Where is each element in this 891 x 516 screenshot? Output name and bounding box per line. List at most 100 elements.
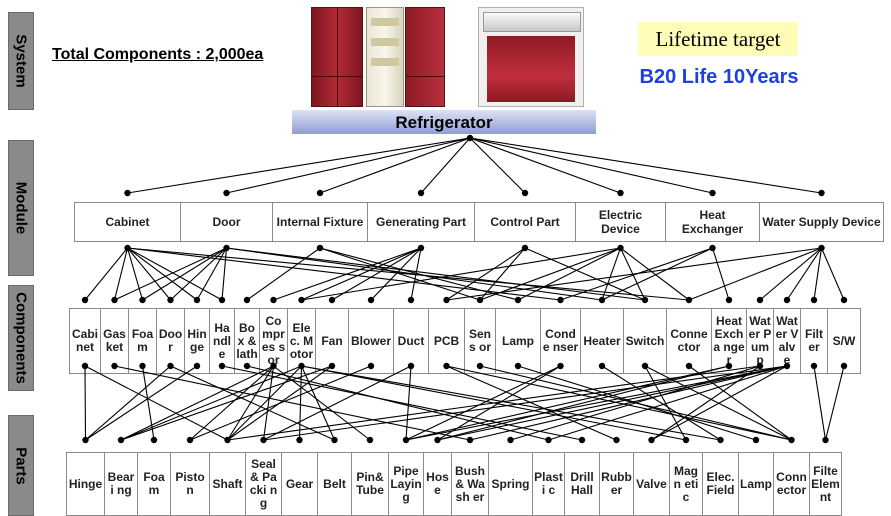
module-top-node	[316, 189, 324, 197]
part-top-node	[260, 436, 267, 444]
component-part-link	[301, 365, 721, 441]
module-component-link	[820, 247, 845, 301]
module-component-link	[221, 247, 228, 301]
component-box-lath: Box & lath	[234, 308, 260, 374]
module-component-link	[196, 247, 227, 301]
module-component-link	[517, 247, 621, 301]
module-component-link	[601, 247, 622, 301]
part-magn-etic: Magn etic	[669, 452, 703, 516]
part-top-node	[682, 436, 690, 444]
module-component-link	[127, 247, 171, 301]
module-component-link	[620, 247, 690, 301]
kimchi-fridge-image	[478, 7, 584, 107]
module-water-supply-device: Water Supply Device	[759, 202, 884, 242]
fridge-image-3	[405, 7, 445, 107]
part-shaft: Shaft	[209, 452, 246, 516]
component-part-link	[469, 365, 788, 441]
component-top-node	[218, 296, 226, 304]
life-goal-text: B20 Life 10Years	[639, 66, 799, 88]
module-bottom-node	[709, 244, 716, 252]
component-bottom-node	[139, 362, 146, 370]
component-top-node	[641, 296, 649, 304]
component-part-link	[437, 365, 730, 441]
module-bottom-node	[818, 244, 825, 252]
part-top-node	[752, 436, 760, 444]
module-bottom-node	[316, 244, 324, 252]
module-component-link	[410, 247, 422, 301]
system-module-link	[127, 137, 471, 194]
part-top-node	[82, 436, 89, 444]
part-top-node	[331, 436, 338, 444]
part-beari-ng: Beari ng	[104, 452, 138, 516]
component-top-node	[725, 296, 733, 304]
module-top-node	[709, 189, 716, 197]
component-part-link	[437, 365, 788, 441]
component-bottom-node	[725, 362, 733, 370]
component-bottom-node	[218, 362, 226, 370]
module-component-link	[84, 247, 128, 301]
module-component-link	[446, 247, 526, 301]
component-part-link	[189, 365, 274, 441]
component-top-node	[810, 296, 818, 304]
component-part-link	[114, 365, 471, 441]
component-top-node	[243, 296, 251, 304]
module-top-node	[521, 189, 529, 197]
part-top-node	[117, 436, 125, 444]
component-bottom-node	[243, 362, 251, 370]
part-top-node	[366, 436, 374, 444]
module-top-node	[223, 189, 230, 197]
module-top-node	[617, 189, 624, 197]
component-bottom-node	[111, 362, 118, 370]
component-bottom-node	[783, 362, 791, 370]
module-component-link	[319, 247, 481, 301]
system-module-link	[469, 137, 621, 194]
system-module-link	[420, 137, 471, 194]
component-bottom-node	[598, 362, 606, 370]
component-part-link	[120, 365, 274, 441]
component-bottom-node	[840, 362, 848, 370]
component-top-node	[783, 296, 791, 304]
part-rubb-er: Rubb er	[599, 452, 634, 516]
component-bottom-node	[810, 362, 818, 370]
module-bottom-node	[417, 244, 425, 252]
module-component-link	[127, 247, 198, 301]
component-part-link	[824, 365, 845, 441]
module-component-link	[114, 247, 227, 301]
part-top-node	[507, 436, 514, 444]
component-cabinet: Cabinet	[69, 308, 101, 374]
component-part-link	[120, 365, 302, 441]
module-door: Door	[180, 202, 273, 242]
module-component-link	[331, 247, 422, 301]
component-part-link	[651, 365, 788, 441]
component-part-link	[644, 365, 687, 441]
total-components-title: Total Components : 2,000ea	[52, 46, 264, 63]
fridge-image-2	[366, 7, 404, 107]
component-bottom-node	[407, 362, 415, 370]
part-spring: Spring	[488, 452, 533, 516]
component-part-link	[273, 365, 371, 441]
component-part-link	[446, 365, 617, 441]
component-part-link	[227, 365, 761, 441]
module-electric-device: Electric Device	[575, 202, 666, 242]
component-top-node	[598, 296, 606, 304]
module-component-link	[688, 247, 822, 301]
module-component-link	[479, 247, 621, 301]
component-bottom-node	[756, 362, 764, 370]
component-part-link	[405, 365, 412, 441]
module-component-link	[370, 247, 422, 301]
component-top-node	[81, 296, 89, 304]
part-top-node	[186, 436, 194, 444]
component-bottom-node	[270, 362, 277, 370]
component-bottom-node	[328, 362, 336, 370]
component-filt-er: Filt er	[800, 308, 828, 374]
component-bottom-node	[298, 362, 305, 370]
component-top-node	[443, 296, 450, 304]
component-part-link	[85, 365, 198, 441]
module-component-link	[246, 247, 321, 301]
part-pin-tube: Pin& Tube	[351, 452, 389, 516]
component-top-node	[111, 296, 118, 304]
part-filte-elem-nt: Filte Elem nt	[809, 452, 842, 516]
part-top-node	[545, 436, 552, 444]
component-part-link	[227, 365, 302, 441]
lifetime-target-box: Lifetime target	[638, 22, 798, 56]
